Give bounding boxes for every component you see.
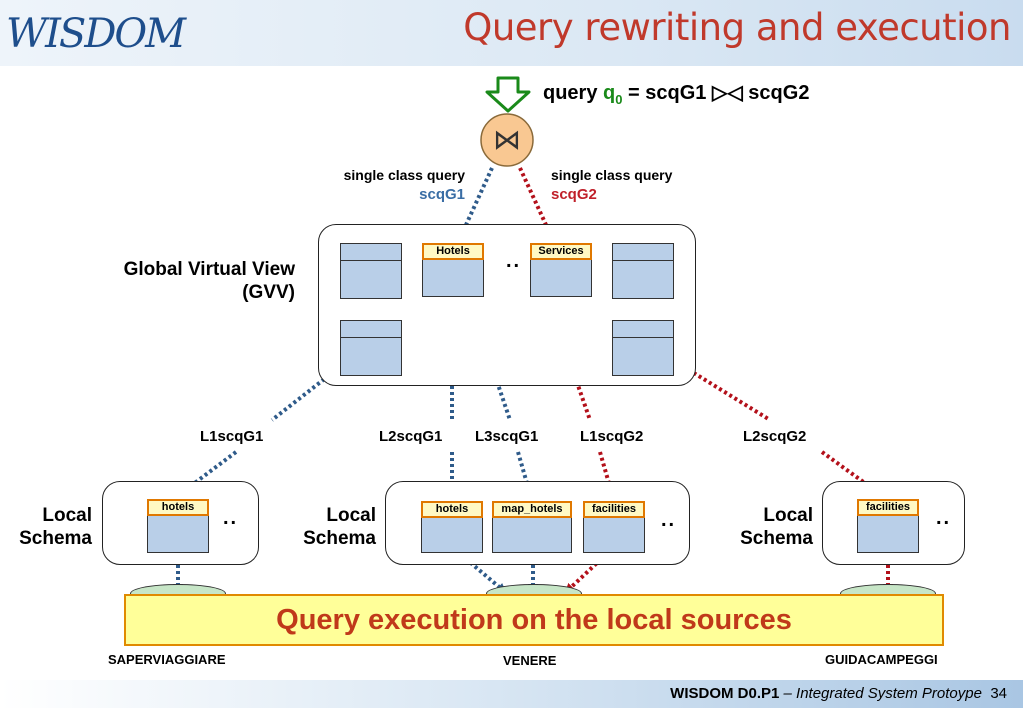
gvv-class-d [612,320,674,376]
header-band [0,0,1023,66]
join-symbol-icon: ⋈ [493,124,521,155]
scq2-caption: single class query [551,167,673,183]
scq1-name: scqG1 [419,186,465,203]
s2-hotels-tag: hotels [421,501,483,518]
arrow-L1scqG2-upper [545,295,592,421]
gvv-label: Global Virtual View (GVV) [123,259,295,303]
label-L2scqG1: L2scqG1 [379,428,443,445]
arrow-L2scqG2-upper [564,292,772,422]
gvv-ellipsis: .. [506,250,522,272]
input-arrow-icon [485,76,531,113]
s1-hotels-tag: hotels [147,499,209,516]
label-L2scqG2: L2scqG2 [743,428,807,445]
s1-ellipsis: .. [223,507,239,529]
gvv-class-a [340,243,402,299]
scq1-caption: single class query [343,167,465,183]
arrow-L3scqG1-upper [466,295,512,421]
slide-title: Query rewriting and execution [463,6,1011,49]
local-schema-label-3: Local Schema [740,505,813,549]
label-L3scqG1: L3scqG1 [475,428,539,445]
local-schema-label-1: Local Schema [19,505,92,549]
gvv-services-tag: Services [530,243,592,260]
s3-facilities-tag: facilities [857,499,919,516]
gvv-class-c [612,243,674,299]
s3-ellipsis: .. [936,507,952,529]
footer-band [0,680,1023,708]
s2-map-hotels-tag: map_hotels [492,501,572,518]
label-L1scqG1: L1scqG1 [200,428,264,445]
gvv-hotels-tag: Hotels [422,243,484,260]
join-node [480,113,534,167]
source-name-3: GUIDACAMPEGGI [825,652,938,667]
s2-ellipsis: .. [661,509,677,531]
scq2-name: scqG2 [551,186,597,203]
arrow-scqG1 [458,167,494,240]
label-L1scqG2: L1scqG2 [580,428,644,445]
source-name-1: SAPERVIAGGIARE [108,652,226,667]
query-expression: query q0 = scqG1 ▷◁ scqG2 [543,82,810,107]
arrow-src2c [564,545,616,594]
gvv-class-b [340,320,402,376]
local-schema-label-2: Local Schema [303,505,376,549]
arrow-scqG2 [518,167,554,240]
execution-banner: Query execution on the local sources [124,594,944,646]
source-name-2: VENERE [503,653,557,668]
s2-facilities-tag: facilities [583,501,645,518]
footer-text: WISDOM D0.P1 – Integrated System Protoyp… [670,685,1007,702]
